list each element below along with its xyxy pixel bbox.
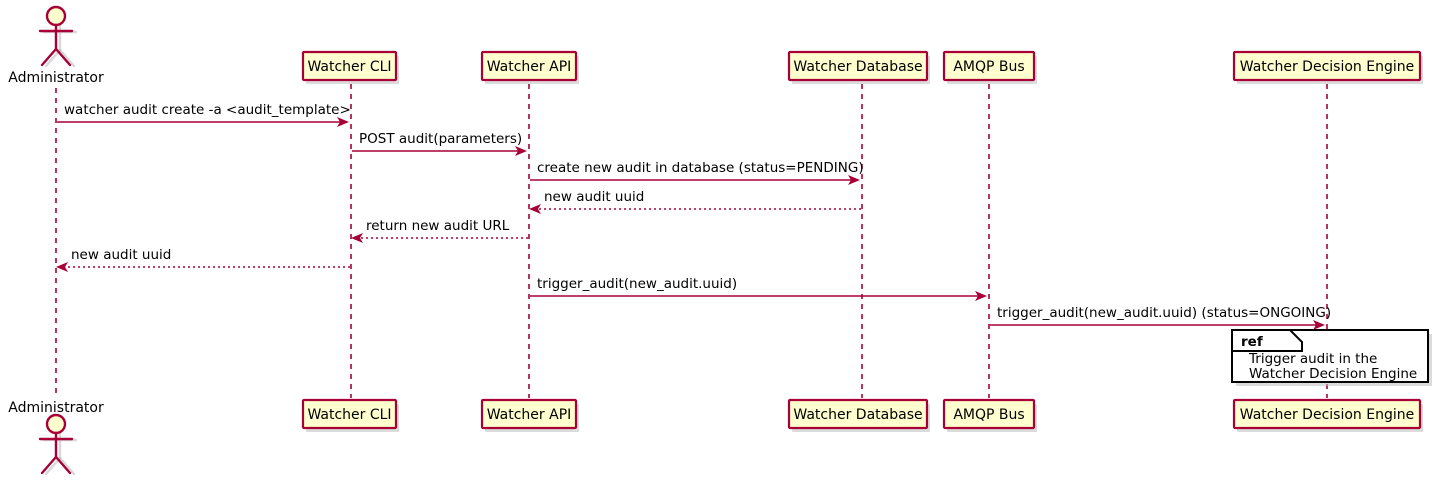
- participant-box-amqp-bus-bottom[interactable]: AMQP Bus: [942, 398, 1037, 432]
- message-2-arrowhead: [515, 146, 527, 156]
- ref-fragment-tab: [1231, 329, 1303, 352]
- actor-administrator-bottom[interactable]: Administrator: [8, 400, 104, 476]
- participant-rect-watcher-decision-engine-bottom: [1232, 398, 1422, 430]
- participant-label-watcher-decision-engine-top: Watcher Decision Engine: [1240, 59, 1414, 75]
- message-4-arrowhead: [529, 204, 541, 214]
- message-4[interactable]: new audit uuid: [529, 189, 861, 214]
- participant-box-amqp-bus-top[interactable]: AMQP Bus: [942, 50, 1037, 84]
- message-2-label: POST audit(parameters): [359, 131, 522, 147]
- participant-rect-watcher-cli-top: [301, 50, 398, 82]
- message-8-arrowhead: [1313, 320, 1325, 330]
- participant-box-watcher-database-bottom[interactable]: Watcher Database: [787, 398, 930, 432]
- message-7-arrowhead: [975, 291, 987, 301]
- participant-label-amqp-bus-bottom: AMQP Bus: [953, 407, 1024, 423]
- actor-leg-right-icon-bottom: [54, 455, 72, 475]
- participant-box-watcher-decision-engine-top[interactable]: Watcher Decision Engine: [1232, 50, 1423, 84]
- actor-label-administrator-bottom: Administrator: [8, 400, 104, 416]
- message-1-arrowhead: [337, 117, 349, 127]
- message-6-arrowhead: [56, 262, 68, 272]
- participant-rect-watcher-database-top: [787, 50, 929, 82]
- participant-box-watcher-cli-bottom[interactable]: Watcher CLI: [301, 398, 399, 432]
- message-8-label: trigger_audit(new_audit.uuid) (status=ON…: [997, 305, 1331, 321]
- participant-rect-amqp-bus-top: [942, 50, 1036, 82]
- message-6[interactable]: new audit uuid: [56, 247, 350, 272]
- participant-label-watcher-database-top: Watcher Database: [793, 59, 922, 75]
- participant-box-watcher-database-top[interactable]: Watcher Database: [787, 50, 930, 84]
- message-4-label: new audit uuid: [544, 189, 644, 205]
- actor-head-icon: [45, 5, 67, 27]
- message-3[interactable]: create new audit in database (status=PEN…: [530, 160, 864, 185]
- message-3-label: create new audit in database (status=PEN…: [537, 160, 864, 176]
- participant-label-amqp-bus-top: AMQP Bus: [953, 59, 1024, 75]
- ref-fragment-tag-label: ref: [1241, 334, 1263, 350]
- actor-leg-left-icon: [40, 47, 58, 67]
- ref-fragment-line-1: Trigger audit in the: [1248, 351, 1377, 367]
- participant-rect-watcher-decision-engine-top: [1232, 50, 1422, 82]
- participant-box-watcher-api-top[interactable]: Watcher API: [480, 50, 579, 84]
- ref-fragment[interactable]: ref Trigger audit in the Watcher Decisio…: [1231, 329, 1432, 386]
- participant-label-watcher-cli-bottom: Watcher CLI: [307, 407, 391, 423]
- participant-rect-watcher-api-top: [480, 50, 578, 82]
- participant-label-watcher-api-bottom: Watcher API: [487, 407, 572, 423]
- participant-label-watcher-decision-engine-bottom: Watcher Decision Engine: [1240, 407, 1414, 423]
- message-1-label: watcher audit create -a <audit_template>: [64, 102, 351, 118]
- participant-label-watcher-cli-top: Watcher CLI: [307, 59, 391, 75]
- participant-rect-watcher-cli-bottom: [301, 398, 398, 430]
- participant-rect-watcher-database-bottom: [787, 398, 929, 430]
- participant-label-watcher-api-top: Watcher API: [487, 59, 572, 75]
- message-5-label: return new audit URL: [366, 218, 510, 234]
- participant-box-watcher-cli-top[interactable]: Watcher CLI: [301, 50, 399, 84]
- participant-rect-watcher-api-bottom: [480, 398, 578, 430]
- message-5-arrowhead: [351, 233, 363, 243]
- participant-label-watcher-database-bottom: Watcher Database: [793, 407, 922, 423]
- ref-fragment-line-2: Watcher Decision Engine: [1249, 366, 1417, 382]
- actor-head-icon-bottom: [45, 413, 67, 435]
- message-7-label: trigger_audit(new_audit.uuid): [537, 276, 737, 292]
- message-2[interactable]: POST audit(parameters): [352, 131, 527, 156]
- lifelines: [55, 84, 1328, 398]
- message-6-label: new audit uuid: [71, 247, 171, 263]
- actor-leg-right-icon: [54, 47, 72, 67]
- actor-administrator-top[interactable]: Administrator: [8, 5, 104, 86]
- actor-leg-left-icon-bottom: [40, 455, 58, 475]
- participant-rect-amqp-bus-bottom: [942, 398, 1036, 430]
- participant-box-watcher-decision-engine-bottom[interactable]: Watcher Decision Engine: [1232, 398, 1423, 432]
- message-3-arrowhead: [848, 175, 860, 185]
- participant-box-watcher-api-bottom[interactable]: Watcher API: [480, 398, 579, 432]
- actor-label-administrator-top: Administrator: [8, 70, 104, 86]
- message-8[interactable]: trigger_audit(new_audit.uuid) (status=ON…: [990, 305, 1331, 330]
- message-7[interactable]: trigger_audit(new_audit.uuid): [530, 276, 987, 301]
- message-1[interactable]: watcher audit create -a <audit_template>: [57, 102, 351, 127]
- message-5[interactable]: return new audit URL: [351, 218, 528, 243]
